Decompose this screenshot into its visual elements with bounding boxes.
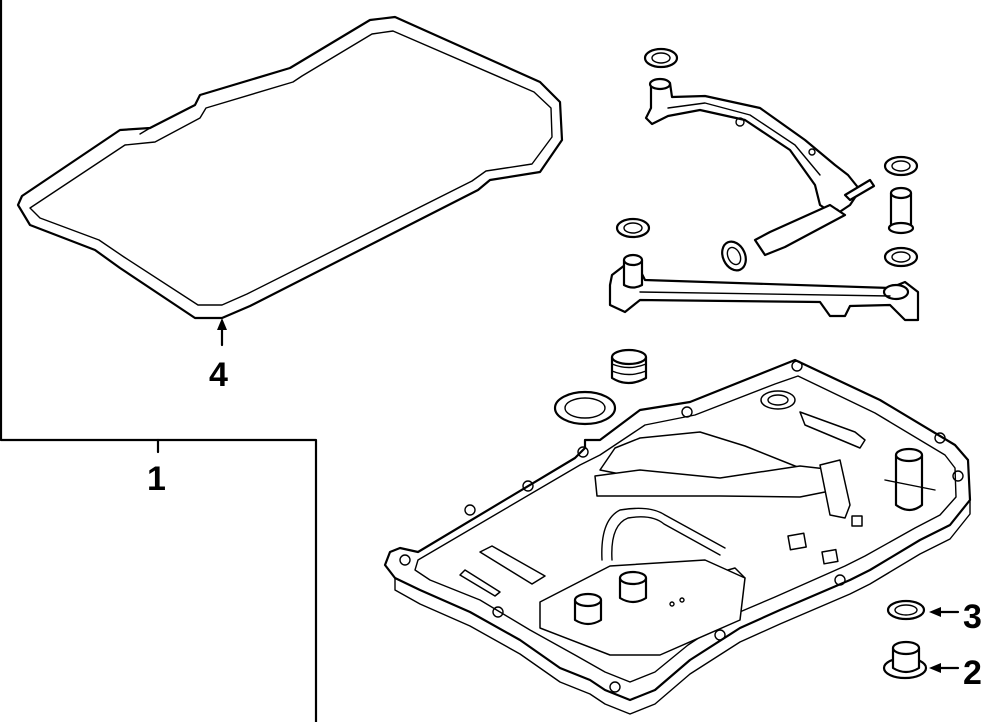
upper-pipe [643,47,876,272]
callout-3-label: 3 [963,598,982,636]
callout-4-arrowhead [217,318,227,330]
filter-fitting [553,348,648,426]
lower-pipe [608,217,920,322]
oil-pan [383,358,972,715]
seal-ring-3 [886,599,926,621]
pan-gasket [16,15,564,320]
callout-1-label: 1 [147,460,166,498]
drain-plug-2 [882,640,928,680]
callout-3-arrowhead [929,607,941,617]
right-plug [883,155,919,268]
callout-4-label: 4 [209,356,228,394]
callout-2-label: 2 [963,654,982,692]
callout-2-arrowhead [929,663,941,673]
